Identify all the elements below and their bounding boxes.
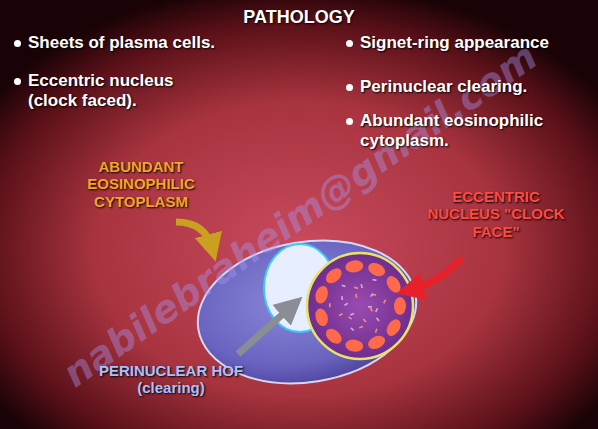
chromatin-clump xyxy=(323,326,344,347)
bullet-dot xyxy=(14,78,21,85)
callout-label: ECCENTRIC NUCLEUS "CLOCK FACE" xyxy=(425,188,567,240)
bullet-dot xyxy=(346,84,353,91)
bullet-dot xyxy=(346,118,353,125)
callout-label: ABUNDANT EOSINOPHILIC CYTOPLASM xyxy=(72,158,210,210)
clock-face-chromatin xyxy=(313,259,406,353)
chromatin-clump xyxy=(345,259,365,273)
chromatin-fleck xyxy=(370,293,374,297)
chromatin-clump xyxy=(394,297,406,315)
chromatin-fleck xyxy=(339,313,343,316)
chromatin-fleck xyxy=(368,306,372,308)
chromatin-fleck xyxy=(350,313,354,316)
chromatin-clump xyxy=(313,307,330,328)
chromatin-clump xyxy=(345,338,365,352)
bullet-dot xyxy=(346,40,353,47)
chromatin-fleck xyxy=(360,284,363,288)
chromatin-fleck xyxy=(372,279,376,281)
slide-title: PATHOLOGY xyxy=(0,7,598,28)
bullet-point: Signet-ring appearance xyxy=(360,33,590,53)
chromatin-clump xyxy=(384,317,404,339)
chromatin-fleck xyxy=(375,328,378,332)
chromatin-fleck xyxy=(363,318,367,322)
chromatin-fleck xyxy=(354,287,358,290)
callout-label: PERINUCLEAR HOF (clearing) xyxy=(96,362,246,397)
chromatin-fleck xyxy=(348,316,352,320)
chromatin-fleck xyxy=(370,307,374,311)
bullet-point: Eccentric nucleus (clock faced). xyxy=(28,71,208,110)
chromatin-fleck xyxy=(341,296,343,300)
chromatin-fleck xyxy=(342,284,346,287)
chromatin-clump xyxy=(313,284,330,305)
eccentric-nucleus xyxy=(307,253,413,359)
chromatin-fleck xyxy=(376,317,380,321)
bullet-dot xyxy=(14,40,21,47)
chromatin-fleck xyxy=(344,303,348,306)
chromatin-clump xyxy=(366,333,387,351)
chromatin-clump xyxy=(384,274,404,296)
chromatin-fleck xyxy=(329,303,331,307)
chromatin-fleck xyxy=(375,308,378,312)
leader-arrow xyxy=(238,306,292,354)
chromatin-fleck xyxy=(383,299,386,303)
bullet-point: Perinuclear clearing. xyxy=(360,77,590,97)
leader-arrow xyxy=(176,222,212,248)
leader-arrow xyxy=(410,258,462,290)
chromatin-fleck xyxy=(355,294,357,298)
chromatin-fleck xyxy=(350,327,354,331)
chromatin-fleck xyxy=(359,326,363,329)
bullet-point: Sheets of plasma cells. xyxy=(28,33,278,53)
bullet-point: Abundant eosinophilic cytoplasm. xyxy=(360,111,592,150)
chromatin-clump xyxy=(366,260,387,278)
chromatin-clump xyxy=(323,265,344,286)
